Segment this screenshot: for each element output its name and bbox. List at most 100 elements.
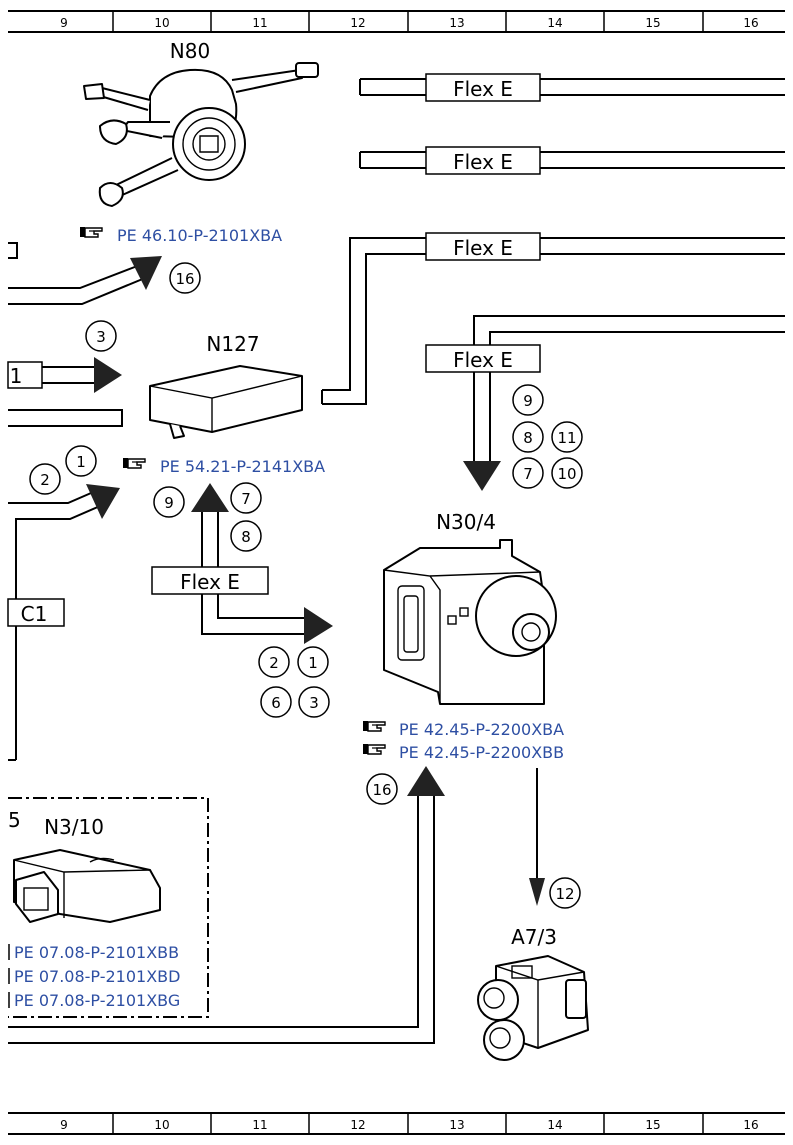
flex-bus-3: Flex E: [321, 232, 785, 405]
circle-16-top: 16: [169, 262, 201, 294]
svg-text:2: 2: [40, 471, 50, 489]
ruler-top-11: 11: [252, 16, 267, 30]
svg-text:3: 3: [96, 328, 106, 346]
wire-16-bottom: [8, 766, 445, 1044]
flex-label-2: Flex E: [453, 150, 513, 174]
ruler-top-15: 15: [645, 16, 660, 30]
ruler-top-13: 13: [449, 16, 464, 30]
flex-bus-4: Flex E: [425, 315, 785, 491]
a7-3-valve-unit-drawing: [477, 955, 589, 1061]
svg-text:7: 7: [523, 465, 533, 483]
ruler-bottom-9: 9: [60, 1118, 68, 1132]
n127-control-unit-drawing: [149, 365, 303, 439]
flex-label-box-5: [151, 566, 269, 595]
pointing-hand-icon: [80, 227, 103, 238]
component-n127: N127: [206, 332, 259, 356]
ref-n30-4-a[interactable]: PE 42.45-P-2200XBA: [363, 720, 564, 739]
ruler-bottom-16: 16: [743, 1118, 758, 1132]
top-ruler: 9 10 11 12 13 14 15 16: [8, 10, 785, 33]
flex-label-3: Flex E: [453, 236, 513, 260]
svg-text:16: 16: [372, 781, 391, 799]
circle-1-left: 1: [65, 445, 97, 477]
svg-text:9: 9: [164, 494, 174, 512]
svg-text:9: 9: [523, 392, 533, 410]
left-connector-box-1: [7, 361, 43, 389]
flex-label-5: Flex E: [180, 570, 240, 594]
circle-9-mid: 9: [153, 486, 185, 518]
ruler-bottom-15: 15: [645, 1118, 660, 1132]
ref-n30-4-b[interactable]: PE 42.45-P-2200XBB: [363, 743, 564, 762]
flex-bus-1: Flex E: [359, 73, 785, 102]
ruler-top-12: 12: [350, 16, 365, 30]
circle-9-right: 9: [512, 384, 544, 416]
ref-text-n3-10-a-label[interactable]: PE 07.08-P-2101XBB: [14, 943, 179, 962]
svg-text:6: 6: [271, 694, 281, 712]
ruler-bottom-11: 11: [252, 1118, 267, 1132]
left-wire-3: 1: [7, 357, 122, 393]
ref-text-n80[interactable]: PE 46.10-P-2101XBA: [117, 226, 282, 245]
circle-12: 12: [549, 877, 581, 909]
ref-text-n127[interactable]: PE 54.21-P-2141XBA: [160, 457, 325, 476]
flex-bus-2: Flex E: [359, 146, 785, 175]
ref-text-n3-10-b-label[interactable]: PE 07.08-P-2101XBD: [14, 967, 180, 986]
circle-3: 3: [85, 320, 117, 352]
wire-to-a7-3: [529, 768, 545, 906]
ruler-bottom-13: 13: [449, 1118, 464, 1132]
ruler-top-14: 14: [547, 16, 562, 30]
arrow-into-n30-4: [463, 461, 501, 491]
left-label-5: 5: [8, 808, 21, 832]
svg-text:1: 1: [308, 654, 318, 672]
n80-steering-switch-drawing: [83, 62, 319, 207]
flex-label-box-1: [425, 73, 541, 102]
ref-text-n30-4-a[interactable]: PE 42.45-P-2200XBA: [399, 720, 564, 739]
circle-7-right: 7: [512, 457, 544, 489]
ref-n127[interactable]: PE 54.21-P-2141XBA: [123, 457, 325, 476]
left-label-c1: C1: [21, 602, 48, 626]
svg-text:2: 2: [269, 654, 279, 672]
flex-label-box-2: [425, 146, 541, 175]
n3-10-box: 5: [8, 797, 209, 1018]
left-wire-16: [8, 256, 162, 305]
ref-text-n3-10-c-label[interactable]: PE 07.08-P-2101XBG: [14, 991, 180, 1010]
arrow-to-n127-low: [86, 484, 120, 519]
pointing-hand-icon: [363, 721, 386, 732]
flex-bus-5: Flex E: [151, 483, 333, 644]
circle-8-mid: 8: [230, 520, 262, 552]
svg-text:16: 16: [175, 270, 194, 288]
n3-10-engine-control-unit-drawing: [13, 849, 161, 923]
arrow-to-n80: [130, 256, 162, 290]
circle-16-low: 16: [366, 773, 398, 805]
ruler-top-16: 16: [743, 16, 758, 30]
circle-11-right: 11: [551, 421, 583, 453]
ruler-top-9: 9: [60, 16, 68, 30]
flex-label-1: Flex E: [453, 77, 513, 101]
svg-text:12: 12: [555, 885, 574, 903]
circle-10-right: 10: [551, 457, 583, 489]
component-n30-4: N30/4: [436, 510, 496, 534]
circle-3-low: 3: [298, 686, 330, 718]
ref-n80[interactable]: PE 46.10-P-2101XBA: [80, 226, 282, 245]
ref-text-n30-4-b[interactable]: PE 42.45-P-2200XBB: [399, 743, 564, 762]
pointing-hand-icon: [123, 458, 146, 469]
arrow-into-n30-4-left: [304, 607, 333, 644]
svg-text:3: 3: [309, 694, 319, 712]
arrow-up-to-n30-4: [407, 766, 445, 796]
arrow-up-to-n127: [191, 483, 229, 512]
arrow-into-n127: [94, 357, 122, 393]
left-connector-box-c1: [7, 598, 65, 627]
left-connector-c1: C1: [7, 598, 65, 627]
component-n3-10: N3/10: [44, 815, 104, 839]
svg-text:1: 1: [76, 453, 86, 471]
left-label-1: 1: [10, 364, 23, 388]
svg-text:11: 11: [557, 429, 576, 447]
flex-label-4: Flex E: [453, 348, 513, 372]
circle-8-right: 8: [512, 421, 544, 453]
ruler-top-10: 10: [154, 16, 169, 30]
left-stub-mid: [8, 409, 123, 427]
svg-text:8: 8: [523, 429, 533, 447]
left-stub-top: [8, 242, 18, 259]
circle-2-low: 2: [258, 646, 290, 678]
svg-text:8: 8: [241, 528, 251, 546]
circle-6-low: 6: [260, 686, 292, 718]
